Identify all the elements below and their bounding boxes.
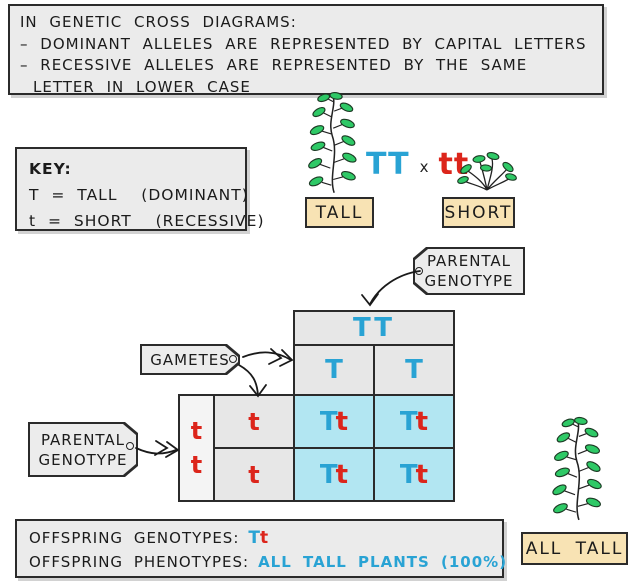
left-parent-allele-2: t [190,451,203,479]
punnett-offspring-cell-3: T t [293,447,375,502]
left-parent-allele-1: t [190,417,203,445]
punnett-col-gamete-1: T [293,344,375,396]
connector-dot-top [415,267,423,275]
cell-2-rec: t [415,406,429,437]
arrow-gametes-to-row [238,364,267,398]
arrow-gametes-to-col [242,348,294,367]
parent1-genotype: TT [366,147,410,182]
arrow-left-parental-to-column [135,440,180,458]
parental-genotype-tag-top: PARENTAL GENOTYPE [413,247,525,295]
intro-line-1: IN GENETIC CROSS DIAGRAMS: [20,13,297,31]
cell-3-dom: T [319,459,338,490]
cell-4-rec: t [415,459,429,490]
cell-2-dom: T [399,406,418,437]
offspring-results-box: OFFSPRING GENOTYPES: Tt OFFSPRING PHENOT… [15,519,508,578]
offspring-phenotypes-value: ALL TALL PLANTS (100%) [258,553,508,571]
intro-line-3: – RECESSIVE ALLELES ARE REPRESENTED BY T… [20,56,528,74]
row-gamete-2-text: t [248,460,260,489]
offspring-phenotypes-label: OFFSPRING PHENOTYPES: [29,553,250,571]
punnett-top-parent-cell: TT [293,310,455,346]
punnett-offspring-cell-2: T t [373,394,455,449]
parental-left-line-1: PARENTAL [40,430,126,449]
intro-line-4: LETTER IN LOWER CASE [33,77,251,96]
arrow-top-parental-to-tt [361,270,421,307]
tall-phenotype-label: TALL [305,197,374,228]
all-tall-label: ALL TALL [521,532,628,565]
cell-1-dom: T [319,406,338,437]
punnett-col-gamete-2: T [373,344,455,396]
top-parent-genotype: TT [352,313,396,343]
parent2-genotype: tt [438,147,470,182]
cell-1-rec: t [335,406,349,437]
short-phenotype-text: SHORT [444,202,513,223]
key-box: KEY: T = TALL (DOMINANT) t = SHORT (RECE… [15,147,265,231]
tall-phenotype-text: TALL [315,202,364,223]
offspring-genotype-rec: t [260,528,269,548]
col-gamete-2-text: T [405,355,423,385]
parental-left-line-2: GENOTYPE [38,450,128,469]
col-gamete-1-text: T [325,355,343,385]
punnett-left-parent-cell: t t [178,394,215,502]
gametes-tag: GAMETES [140,344,240,375]
cross-symbol: x [419,158,429,176]
offspring-genotypes-label: OFFSPRING GENOTYPES: [29,529,240,547]
offspring-genotype-value: Tt [248,526,268,550]
punnett-offspring-cell-4: T t [373,447,455,502]
tall-plant-icon-top [306,90,359,194]
connector-dot-gametes [229,355,237,363]
punnett-row-gamete-1: t [213,394,295,449]
short-phenotype-label: SHORT [442,197,515,228]
tall-plant-icon-bottom [550,415,604,521]
parental-genotype-tag-left: PARENTAL GENOTYPE [28,422,138,477]
connector-dot-left [126,442,134,450]
punnett-row-gamete-2: t [213,447,295,502]
gametes-tag-text: GAMETES [150,350,230,369]
cell-3-rec: t [335,459,349,490]
key-dominant-line: T = TALL (DOMINANT) [29,186,249,204]
key-recessive-line: t = SHORT (RECESSIVE) [29,212,265,230]
parental-top-line-2: GENOTYPE [424,272,514,290]
row-gamete-1-text: t [248,407,260,436]
punnett-offspring-cell-1: T t [293,394,375,449]
key-title: KEY: [29,160,72,178]
intro-box: IN GENETIC CROSS DIAGRAMS: – DOMINANT AL… [8,4,604,96]
all-tall-text: ALL TALL [525,538,624,559]
intro-line-2: – DOMINANT ALLELES ARE REPRESENTED BY CA… [20,34,587,53]
parental-top-line-1: PARENTAL [426,252,512,270]
cross-genotypes: TT x tt [366,148,469,182]
cell-4-dom: T [399,459,418,490]
offspring-genotype-dom: T [248,528,260,548]
